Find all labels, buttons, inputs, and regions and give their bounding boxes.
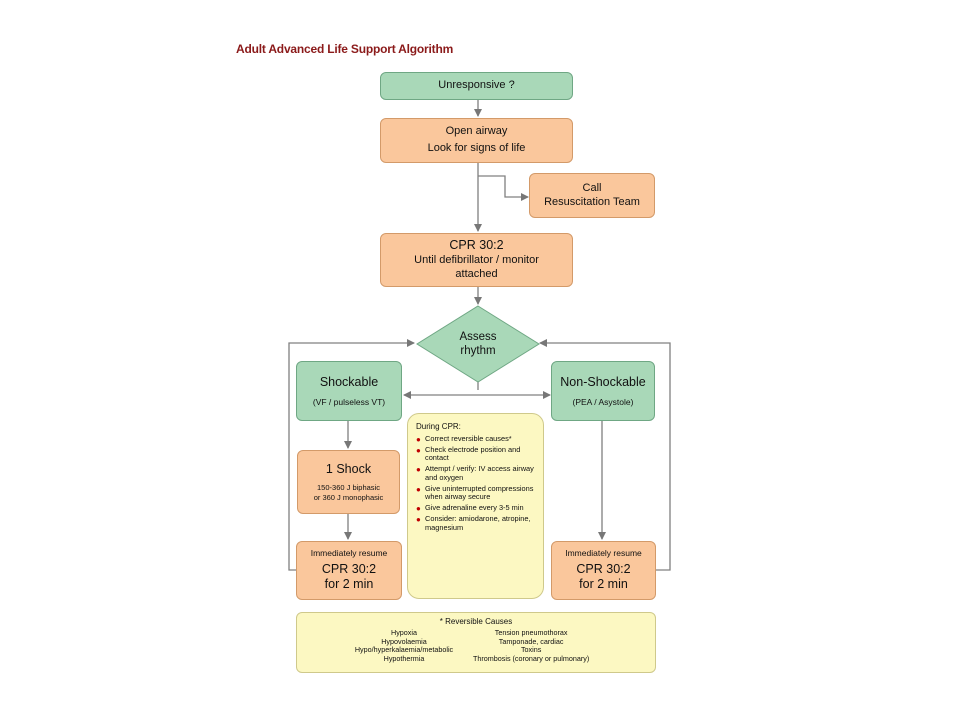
bullet-icon: ● — [416, 514, 421, 524]
until-defib-label: Until defibrillator / monitor — [414, 254, 539, 267]
unresponsive-box: Unresponsive ? — [380, 72, 573, 100]
shock-energy-monophasic: or 360 J monophasic — [313, 492, 384, 502]
list-item: ● Check electrode position and contact — [416, 444, 537, 463]
resume-cpr-label: CPR 30:2 — [321, 561, 377, 576]
causes-right-column: Tension pneumothorax Tamponade, cardiac … — [473, 628, 590, 664]
call-label: Call — [582, 181, 602, 194]
cause-item: Tension pneumothorax — [494, 628, 568, 637]
list-item-text: Give adrenaline every 3-5 min — [425, 503, 524, 513]
signs-of-life-label: Look for signs of life — [427, 142, 526, 154]
arrow-to-call-team — [478, 175, 529, 201]
list-item: ● Attempt / verify: IV access airway and … — [416, 464, 537, 482]
resume-time-label: for 2 min — [579, 577, 628, 592]
shock-box: 1 Shock 150-360 J biphasic or 360 J mono… — [297, 450, 400, 514]
list-item-text: Check electrode position and contact — [425, 444, 521, 463]
resuscitation-team-label: Resuscitation Team — [544, 195, 640, 208]
reversible-causes-box: * Reversible Causes Hypoxia Hypovolaemia… — [296, 612, 656, 673]
bullet-icon: ● — [416, 484, 421, 494]
list-item: ● Consider: amiodarone, atropine, magnesi… — [416, 513, 537, 532]
cause-item: Tamponade, cardiac — [498, 636, 564, 646]
assess-label: Assess — [459, 331, 497, 343]
during-cpr-heading: During CPR: — [416, 422, 461, 431]
list-item-text: Give uninterrupted compressions when air… — [425, 483, 534, 502]
shock-label: 1 Shock — [325, 461, 372, 476]
resume-cpr-label: CPR 30:2 — [576, 561, 631, 576]
assess-rhythm-label: Assess rhythm — [438, 330, 518, 359]
cause-item: Thrombosis (coronary or pulmonary) — [473, 653, 590, 663]
list-item: ● Give uninterrupted compressions when ai… — [416, 483, 537, 502]
during-cpr-box: During CPR: ● Correct reversible causes* … — [407, 413, 544, 599]
assess-rhythm-diamond — [416, 305, 540, 383]
cause-item: Hypothermia — [383, 653, 425, 663]
page-title: Adult Advanced Life Support Algorithm — [236, 42, 454, 56]
bullet-icon: ● — [416, 435, 421, 444]
list-item: ● Give adrenaline every 3-5 min — [416, 503, 537, 514]
cause-item: Hypo/hyperkalaemia/metabolic — [354, 645, 454, 655]
resume-label: Immediately resume — [565, 548, 642, 559]
shock-energy-biphasic: 150-360 J biphasic — [317, 483, 380, 493]
rhythm-label: rhythm — [460, 345, 496, 358]
resume-cpr-left-box: Immediately resume CPR 30:2 for 2 min — [296, 541, 402, 600]
call-team-box: Call Resuscitation Team — [529, 173, 655, 218]
reversible-causes-heading: * Reversible Causes — [439, 617, 513, 626]
resume-label: Immediately resume — [310, 548, 388, 559]
reversible-causes-columns: Hypoxia Hypovolaemia Hypo/hyperkalaemia/… — [305, 628, 647, 664]
list-item: ● Correct reversible causes* — [416, 434, 537, 444]
bullet-icon: ● — [416, 465, 421, 475]
cause-item: Hypoxia — [391, 628, 417, 637]
non-shockable-label: Non-Shockable — [560, 374, 646, 389]
cause-item: Hypovolaemia — [381, 636, 427, 646]
non-shockable-box: Non-Shockable (PEA / Asystole) — [551, 361, 655, 421]
resume-cpr-right-box: Immediately resume CPR 30:2 for 2 min — [551, 541, 656, 600]
bullet-icon: ● — [416, 445, 421, 455]
loop-right — [539, 339, 671, 571]
unresponsive-label: Unresponsive ? — [438, 79, 515, 92]
resume-time-label: for 2 min — [324, 577, 374, 592]
loop-left — [288, 339, 415, 571]
list-item-text: Consider: amiodarone, atropine, magnesiu… — [425, 513, 531, 532]
causes-left-column: Hypoxia Hypovolaemia Hypo/hyperkalaemia/… — [305, 628, 473, 664]
shockable-label: Shockable — [319, 374, 379, 389]
during-cpr-list: ● Correct reversible causes* ● Check elect… — [416, 434, 537, 532]
list-item-text: Correct reversible causes* — [425, 434, 512, 443]
non-shockable-rhythms-label: (PEA / Asystole) — [572, 396, 634, 407]
cause-item: Toxins — [520, 645, 542, 655]
bullet-icon: ● — [416, 504, 421, 514]
list-item-text: Attempt / verify: IV access airway and o… — [425, 464, 534, 482]
shockable-box: Shockable (VF / pulseless VT) — [296, 361, 402, 421]
cpr-box: CPR 30:2 Until defibrillator / monitor a… — [380, 233, 573, 287]
attached-label: attached — [455, 267, 498, 280]
open-airway-label: Open airway — [445, 125, 508, 138]
open-airway-box: Open airway Look for signs of life — [380, 118, 573, 163]
shockable-rhythms-label: (VF / pulseless VT) — [312, 396, 386, 407]
cpr-ratio-label: CPR 30:2 — [449, 238, 504, 253]
